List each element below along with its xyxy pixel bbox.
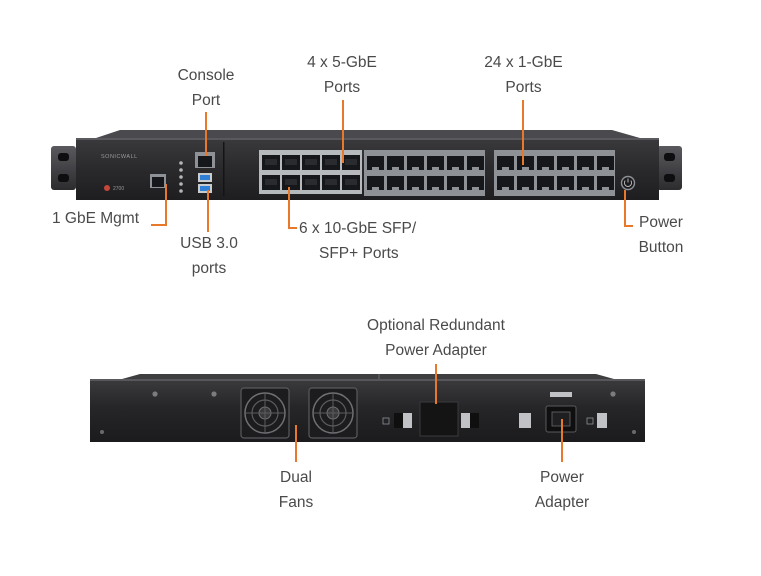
- label-power-button: Power Button: [638, 214, 684, 256]
- rj45-port: [537, 176, 554, 190]
- label-power-adapter: Power Adapter: [534, 469, 590, 511]
- label-redundant-power: Optional Redundant Power Adapter: [367, 317, 505, 359]
- rj45-port: [427, 156, 444, 170]
- rj45-port: [407, 156, 424, 170]
- label-mgmt: 1 GbE Mgmt: [52, 210, 139, 227]
- label-5gbe-ports: 4 x 5-GbE Ports: [307, 54, 377, 96]
- label-1gbe-ports: 24 x 1-GbE Ports: [484, 54, 563, 96]
- redundant-power-slot: [419, 401, 459, 437]
- rj45-port: [557, 156, 574, 170]
- rj45-port: [597, 176, 614, 190]
- callout-lines: [151, 100, 633, 462]
- sonicwall-emblem-icon: [104, 185, 110, 191]
- power-button: [620, 175, 636, 191]
- label-usb: USB 3.0 ports: [180, 235, 238, 277]
- callout-power-button: [624, 190, 633, 227]
- status-leds: [179, 161, 183, 193]
- rj45-port: [497, 156, 514, 170]
- callout-mgmt: [151, 184, 167, 226]
- rj45-port: [367, 156, 384, 170]
- rj45-port: [537, 156, 554, 170]
- rear-panel: [90, 374, 645, 442]
- rj45-port: [407, 176, 424, 190]
- rj45-port: [597, 156, 614, 170]
- fan-icon: [240, 387, 290, 439]
- label-console-port: Console Port: [177, 67, 235, 109]
- rj45-port: [557, 176, 574, 190]
- label-10gbe-sfp: 6 x 10-GbE SFP/ SFP+ Ports: [299, 220, 417, 262]
- rj45-port: [467, 176, 484, 190]
- sfp-cage: [259, 150, 362, 194]
- console-port: [195, 152, 215, 168]
- rj45-port: [517, 156, 534, 170]
- rj45-port: [467, 156, 484, 170]
- rj45-port: [577, 176, 594, 190]
- rj45-port: [577, 156, 594, 170]
- callout-10gbe: [288, 187, 297, 229]
- model-number: 2700: [113, 186, 124, 192]
- fan-icon: [308, 387, 358, 439]
- label-dual-fans: Dual Fans: [278, 469, 314, 511]
- front-panel: SONICWALL 2700: [51, 130, 682, 200]
- rj45-port: [497, 176, 514, 190]
- power-icon: [623, 180, 633, 187]
- rj45-port: [517, 176, 534, 190]
- rj45-port: [387, 176, 404, 190]
- right-rack-ear: [657, 146, 682, 190]
- rj45-port: [447, 176, 464, 190]
- left-rack-ear: [51, 146, 76, 190]
- rj45-port-block: [364, 150, 615, 196]
- brand-logo: SONICWALL: [101, 154, 138, 160]
- rj45-port: [367, 176, 384, 190]
- rj45-port: [427, 176, 444, 190]
- usb-ports: [198, 173, 212, 193]
- rj45-port: [447, 156, 464, 170]
- rj45-port: [387, 156, 404, 170]
- mgmt-port: [150, 174, 166, 188]
